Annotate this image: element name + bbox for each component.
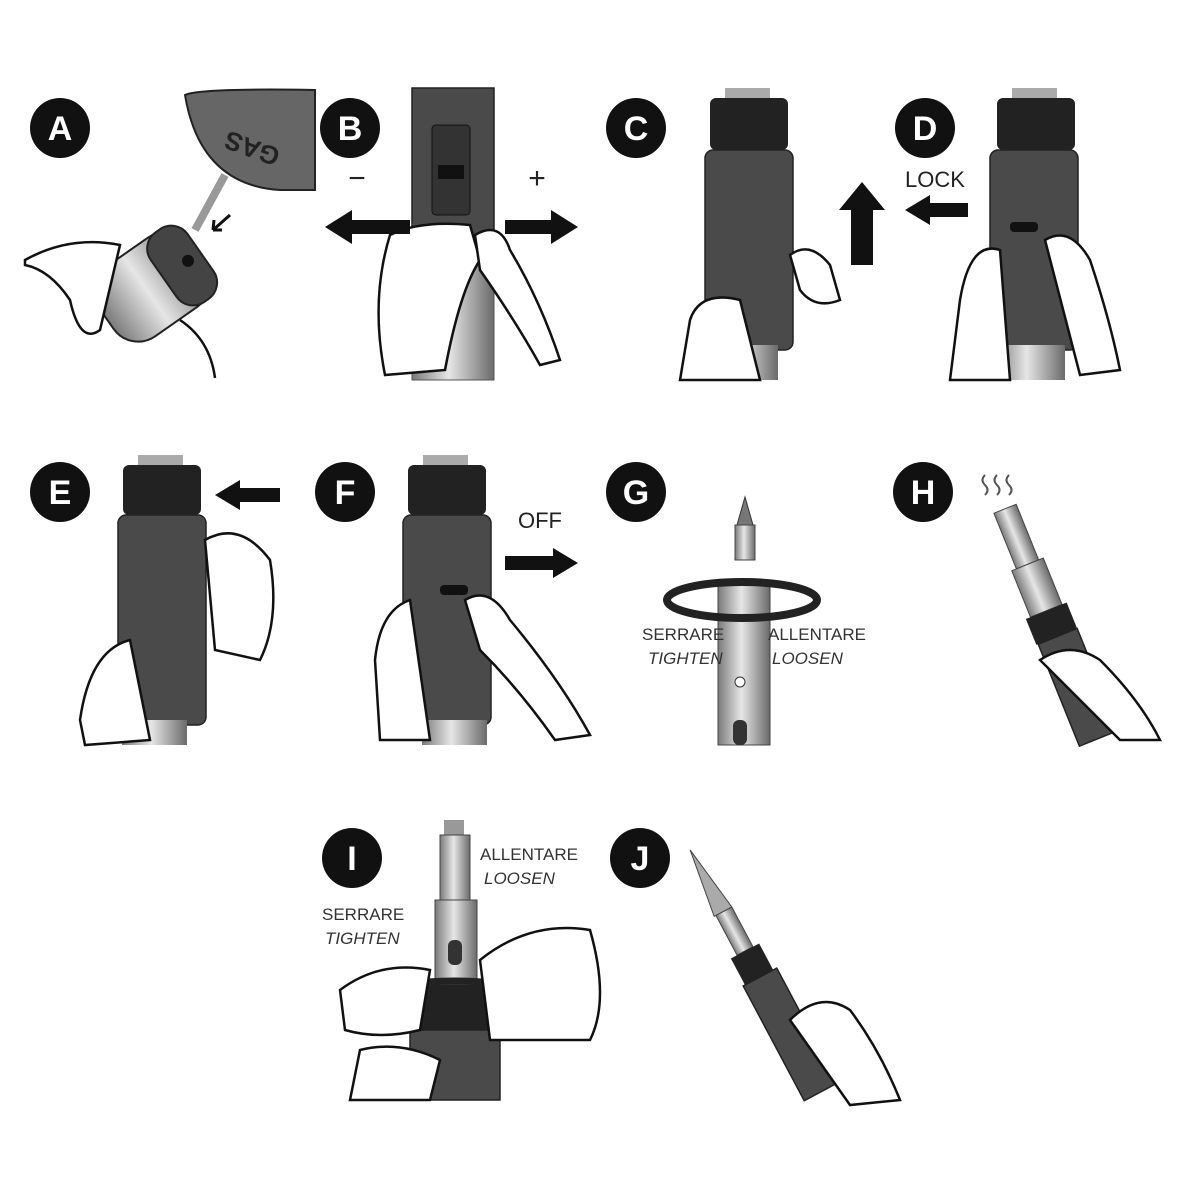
panel-b-adjust: − + — [325, 87, 578, 381]
off-label: OFF — [518, 508, 562, 533]
svg-text:H: H — [911, 474, 936, 512]
step-badge-b: B — [320, 98, 380, 158]
step-badge-e: E — [30, 462, 90, 522]
step-badge-d: D — [895, 98, 955, 158]
arrow-left-icon — [905, 195, 968, 225]
svg-text:D: D — [913, 110, 938, 148]
arrow-up-icon — [839, 182, 885, 265]
panel-j-ready — [689, 849, 902, 1107]
svg-text:E: E — [49, 474, 72, 512]
svg-text:B: B — [338, 110, 363, 148]
rotate-arrow-icon — [663, 578, 821, 622]
svg-text:I: I — [347, 840, 356, 878]
loosen-it-label: ALLENTARE — [480, 845, 578, 864]
arrow-left-icon — [325, 210, 410, 244]
tighten-en-label: TIGHTEN — [325, 929, 400, 948]
arrow-left-icon — [215, 480, 280, 510]
panel-e-release — [78, 455, 280, 747]
panel-f-off: OFF — [373, 455, 592, 745]
svg-text:J: J — [631, 840, 650, 878]
arrow-right-icon — [505, 210, 578, 244]
decrease-label: − — [348, 162, 366, 195]
loosen-en-label: LOOSEN — [484, 869, 556, 888]
arrow-icon — [211, 213, 231, 232]
loosen-it-label: ALLENTARE — [768, 625, 866, 644]
tighten-it-label: SERRARE — [322, 905, 404, 924]
cap — [710, 98, 788, 150]
svg-text:C: C — [624, 110, 649, 148]
panel-i-nozzle: SERRARE TIGHTEN ALLENTARE LOOSEN — [322, 820, 602, 1102]
svg-text:A: A — [48, 110, 73, 148]
panel-g-tip-change: SERRARE TIGHTEN ALLENTARE LOOSEN — [642, 495, 866, 746]
gas-can-icon — [183, 88, 316, 191]
svg-text:F: F — [335, 474, 356, 512]
step-badge-h: H — [893, 462, 953, 522]
step-badge-c: C — [606, 98, 666, 158]
step-badge-a: A — [30, 98, 90, 158]
step-badge-j: J — [610, 828, 670, 888]
svg-text:G: G — [623, 474, 649, 512]
panel-c-ignite — [678, 88, 885, 382]
arrow-right-icon — [505, 548, 578, 578]
panel-a-refill: GAS — [23, 88, 316, 379]
increase-label: + — [528, 162, 546, 195]
tighten-en-label: TIGHTEN — [648, 649, 723, 668]
panel-h-heat — [981, 474, 1163, 748]
loosen-en-label: LOOSEN — [772, 649, 844, 668]
tighten-it-label: SERRARE — [642, 625, 724, 644]
step-badge-f: F — [315, 462, 375, 522]
panel-d-lock: LOCK — [905, 88, 1122, 382]
step-badge-i: I — [322, 828, 382, 888]
step-badge-g: G — [606, 462, 666, 522]
refill-nozzle — [191, 173, 229, 232]
lock-label: LOCK — [905, 167, 965, 192]
heat-icon — [981, 474, 1013, 496]
